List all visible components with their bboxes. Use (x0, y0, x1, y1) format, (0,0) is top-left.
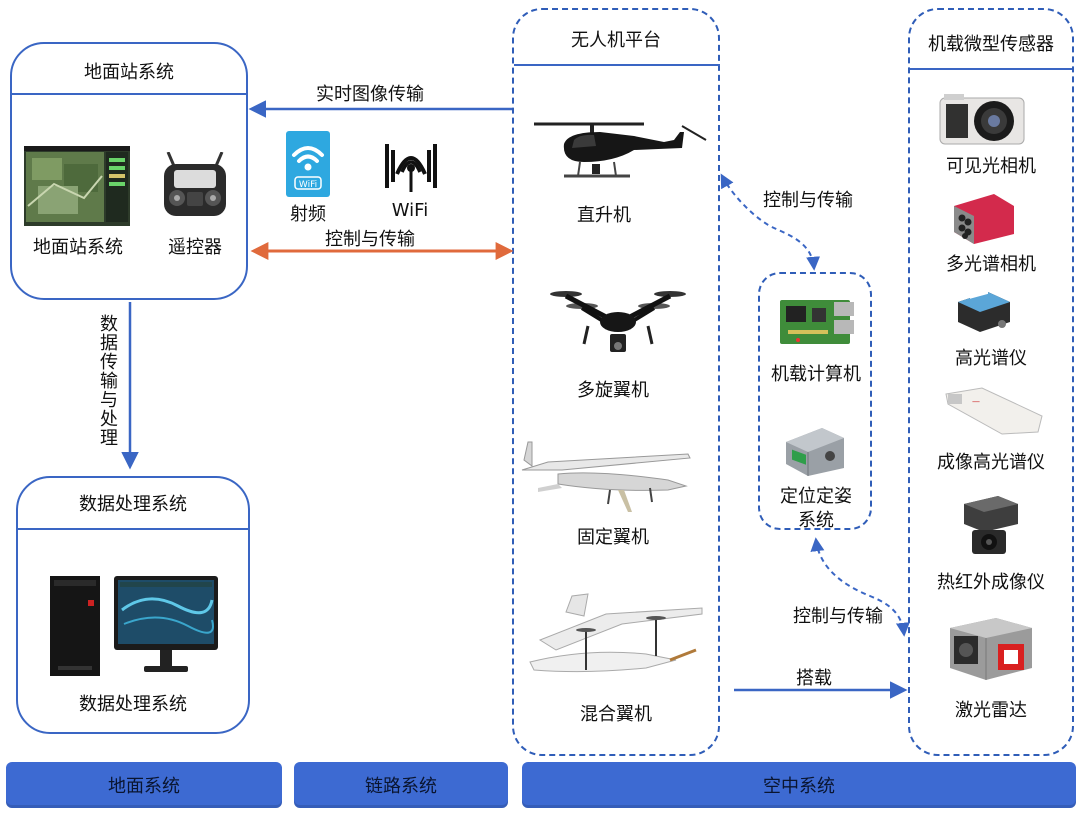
hyperspectral-image (958, 288, 1010, 332)
rf-wifi-icon-text: WiFi (299, 180, 317, 190)
positioning-label-line1: 定位定姿 (780, 486, 852, 507)
onboard-control-bottom-arrow (810, 537, 910, 637)
positioning-label-line2: 系统 (798, 510, 834, 531)
imaging-hyperspectral-image: — (945, 387, 1043, 435)
data-processing-title: 数据处理系统 (79, 494, 187, 515)
wifi-antenna-icon (383, 138, 439, 194)
ground-station-title: 地面站系统 (84, 62, 174, 83)
sensor-label: 成像高光谱仪 (937, 452, 1045, 473)
multirotor-image (550, 291, 686, 352)
link-system-bar: 链路系统 (294, 762, 508, 808)
ground-station-screen-image (24, 146, 130, 226)
onboard-control-top-arrow (720, 173, 821, 271)
air-system-bar: 空中系统 (522, 762, 1076, 808)
multispectral-camera-image (954, 194, 1014, 244)
data-processing-caption: 数据处理系统 (79, 694, 187, 715)
workstation-image (50, 576, 218, 676)
fixed-wing-image (521, 441, 691, 512)
uav-item-label: 混合翼机 (580, 704, 652, 725)
sensors-title: 机载微型传感器 (928, 34, 1054, 55)
uav-item-label: 固定翼机 (577, 527, 649, 548)
onboard-computer-image (780, 300, 854, 344)
thermal-camera-image (964, 496, 1018, 554)
uav-platform-box (512, 8, 720, 756)
sensors-divider (910, 68, 1072, 70)
sensor-label: 热红外成像仪 (937, 572, 1045, 593)
uav-item-label: 直升机 (577, 205, 631, 226)
visible-camera-image (939, 94, 1025, 145)
onboard-system-box (758, 272, 872, 530)
remote-controller-image (164, 152, 226, 216)
positioning-system-image (786, 428, 844, 476)
svg-text:—: — (972, 397, 980, 406)
uav-platform-title: 无人机平台 (571, 30, 661, 51)
sensor-label: 可见光相机 (946, 156, 1036, 177)
realtime-image-transfer-label: 实时图像传输 (316, 84, 424, 105)
helicopter-image (534, 122, 707, 178)
rf-wifi-icon: WiFi (286, 131, 330, 197)
onboard-computer-label: 机载计算机 (771, 364, 861, 385)
data-transfer-vertical-label: 数据传输与处理 (94, 314, 124, 464)
lidar-image (950, 618, 1032, 680)
rf-label: 射频 (290, 204, 326, 225)
remote-controller-label: 遥控器 (168, 237, 222, 258)
sensor-label: 多光谱相机 (946, 254, 1036, 275)
sensor-label: 高光谱仪 (955, 348, 1027, 369)
data-processing-divider (18, 528, 248, 530)
ground-station-label: 地面站系统 (33, 237, 123, 258)
data-transfer-vertical-text: 数据传输与处理 (97, 314, 118, 447)
sensor-label: 激光雷达 (955, 700, 1027, 721)
sensors-box (908, 8, 1074, 756)
hybrid-wing-image (529, 593, 703, 673)
carry-label: 搭载 (796, 668, 832, 689)
uav-item-label: 多旋翼机 (577, 380, 649, 401)
uav-platform-divider (514, 64, 720, 66)
ground-station-divider (12, 93, 246, 95)
ground-system-bar: 地面系统 (6, 762, 282, 808)
wifi-label: WiFi (391, 200, 429, 221)
